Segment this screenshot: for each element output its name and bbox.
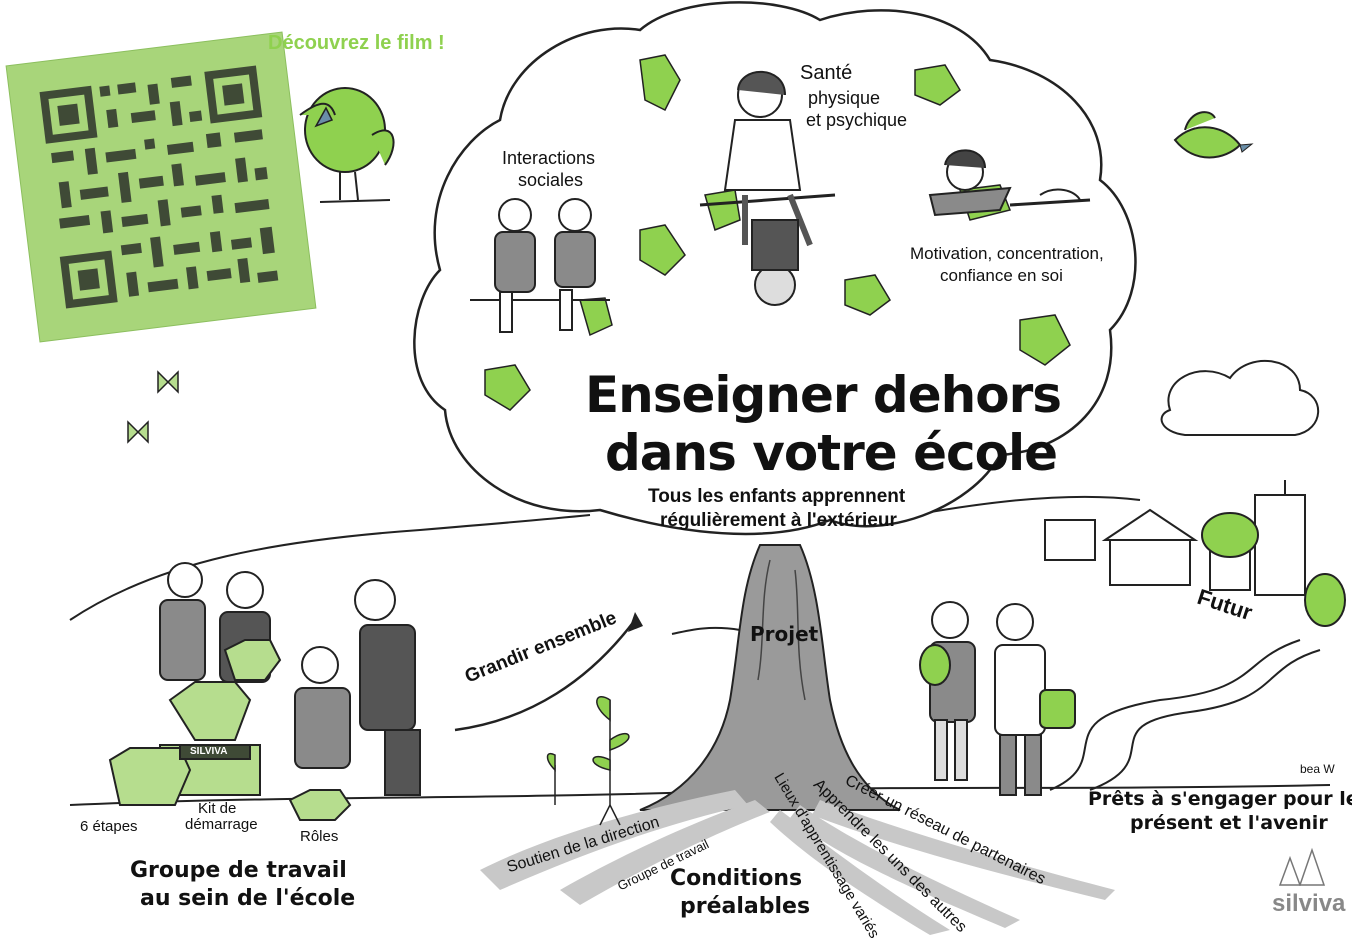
leaves [484,54,1071,411]
root-apprendre [790,805,1020,928]
sante-label-3: et psychique [806,110,908,130]
people-on-bench [470,198,610,333]
left-hill [69,514,591,621]
town [1044,480,1346,627]
root-reseau [812,800,1115,900]
projet-label: Projet [750,622,819,646]
prets-heading-1: Prêts à s'engager pour le [1088,788,1352,810]
main-title-line-1: Enseigner dehors [585,366,1062,424]
prets-heading-2: présent et l'avenir [1130,812,1328,834]
butterflies [127,370,179,444]
kit-demarrage-label-1: Kit de [198,800,237,817]
trunk-branch-left [671,626,741,635]
artist-signature: bea W [1300,762,1335,776]
seedlings [546,696,630,826]
qr-code-card [5,31,317,343]
root-soutien [480,790,748,890]
sante-label-1: Santé [800,62,853,84]
woman-on-branch [699,70,836,306]
green-bird-right [1173,111,1254,159]
interactions-label-1: Interactions [502,148,596,168]
conditions-heading-2: préalables [680,894,811,919]
grandir-arrow [454,619,636,732]
subtitle-line-2: régulièrement à l'extérieur [660,510,897,531]
silviva-logo-trees [1278,847,1326,886]
root-lieux [770,810,950,935]
motivation-label-2: confiance en soi [940,266,1063,285]
kids-walking [919,601,1076,796]
sante-label-2: physique [808,88,881,108]
groupe-heading-1: Groupe de travail [130,858,347,883]
silviva-logo[interactable]: silviva [1272,890,1346,917]
subtitle-line-1: Tous les enfants apprennent [648,486,906,507]
cloud [1160,360,1320,436]
qr-caption[interactable]: Découvrez le film ! [268,32,445,54]
kit-etapes-label: 6 étapes [80,818,138,835]
green-bird-left [299,87,395,203]
kit-box-label: SILVIVA [190,746,228,757]
child-with-bird [928,149,1091,217]
groupe-heading-2: au sein de l'école [140,886,356,911]
tree-trunk [639,544,901,811]
motivation-label-1: Motivation, concentration, [910,244,1104,263]
main-title-line-2: dans votre école [605,424,1058,482]
winding-path [1049,639,1301,791]
root-groupe [560,800,770,905]
kit-roles-label: Rôles [300,828,339,845]
kit-demarrage-label-2: démarrage [185,816,258,833]
interactions-label-2: sociales [518,170,584,190]
kit-boxes [108,639,352,821]
conditions-heading-1: Conditions [670,866,803,891]
